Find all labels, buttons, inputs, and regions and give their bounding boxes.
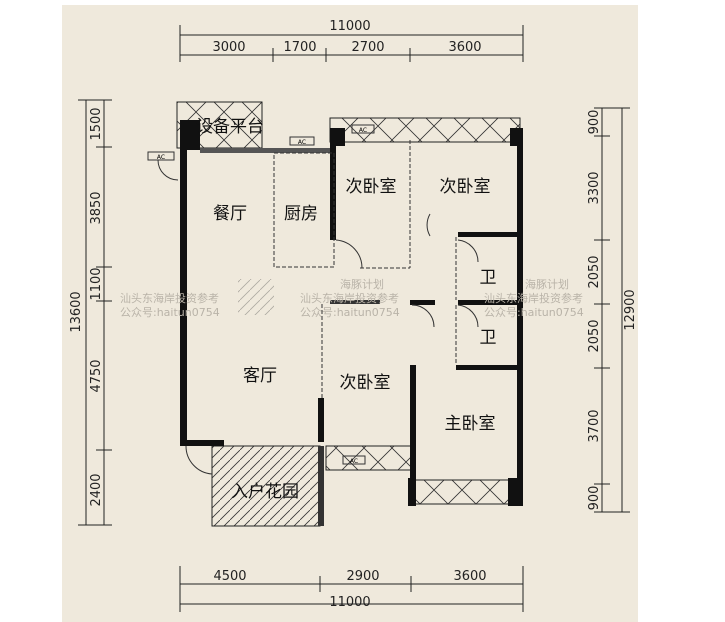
watermark: 海豚计划 汕头东海岸投资参考 公众号:haitun0754 海豚计划 汕头东海岸… <box>120 277 584 319</box>
dim-top-2: 1700 <box>283 40 316 55</box>
dim-right-4: 2050 <box>587 319 602 352</box>
dim-left-4: 4750 <box>89 359 104 392</box>
room-bath-1: 卫 <box>480 268 497 288</box>
dim-left-1: 1500 <box>89 107 104 140</box>
room-dining: 餐厅 <box>213 204 247 224</box>
dim-left-5: 2400 <box>89 473 104 506</box>
room-bath-2: 卫 <box>480 328 497 348</box>
ac-units: AC AC AC AC <box>147 124 375 465</box>
watermark-line1: 汕头东海岸投资参考 <box>484 291 583 305</box>
left-dimension: 13600 1500 3850 1100 4750 2400 <box>69 99 112 526</box>
watermark-line1: 汕头东海岸投资参考 <box>300 291 399 305</box>
watermark-line1: 汕头东海岸投资参考 <box>120 291 219 305</box>
dim-right-2: 3300 <box>587 171 602 204</box>
master-bay-window <box>413 479 519 505</box>
dim-bottom-3: 3600 <box>453 569 486 584</box>
plan-background <box>62 5 638 622</box>
dim-left-3: 1100 <box>89 267 104 300</box>
room-bedroom-2c: 次卧室 <box>340 373 391 393</box>
bedroom-bay-window <box>329 117 521 143</box>
watermark-brand: 海豚计划 <box>340 277 384 291</box>
room-entry-garden: 入户花园 <box>231 482 299 502</box>
walls <box>180 120 523 526</box>
room-labels: 设备平台 餐厅 厨房 次卧室 次卧室 卫 卫 客厅 次卧室 主卧室 入户花园 <box>196 117 497 502</box>
dim-right-5: 3700 <box>587 409 602 442</box>
entry-garden-area <box>211 445 321 527</box>
watermark-brand: 海豚计划 <box>525 277 569 291</box>
room-kitchen: 厨房 <box>284 204 318 224</box>
room-living: 客厅 <box>243 366 277 386</box>
dim-top-1: 3000 <box>212 40 245 55</box>
watermark-line2: 公众号:haitun0754 <box>484 306 584 319</box>
dim-top-3: 2700 <box>351 40 384 55</box>
partitions <box>157 140 479 475</box>
ac-label: AC <box>298 139 306 146</box>
dim-bottom-1: 4500 <box>213 569 246 584</box>
right-dimension: 12900 900 3300 2050 2050 3700 900 <box>587 107 638 513</box>
ac-label: AC <box>359 127 367 134</box>
dim-left-total: 13600 <box>69 291 84 332</box>
dim-bottom-2: 2900 <box>346 569 379 584</box>
room-bedroom-2b: 次卧室 <box>440 177 491 197</box>
dim-top-4: 3600 <box>448 40 481 55</box>
dim-top-total: 11000 <box>329 19 370 34</box>
top-dimension: 11000 3000 1700 2700 3600 <box>179 19 524 62</box>
dim-right-1: 900 <box>587 110 602 135</box>
room-master-bedroom: 主卧室 <box>445 414 496 434</box>
ac-label: AC <box>350 458 358 465</box>
watermark-line2: 公众号:haitun0754 <box>300 306 400 319</box>
dim-right-total: 12900 <box>623 289 638 330</box>
dim-left-2: 3850 <box>89 191 104 224</box>
balcony-window <box>325 445 412 471</box>
room-bedroom-2a: 次卧室 <box>346 177 397 197</box>
dim-bottom-total: 11000 <box>329 595 370 610</box>
dim-right-3: 2050 <box>587 255 602 288</box>
watermark-line2: 公众号:haitun0754 <box>120 306 220 319</box>
dim-right-6: 900 <box>587 486 602 511</box>
room-equipment-platform: 设备平台 <box>196 117 264 137</box>
ac-label: AC <box>157 154 165 161</box>
bottom-dimension: 4500 2900 3600 11000 <box>179 566 524 612</box>
